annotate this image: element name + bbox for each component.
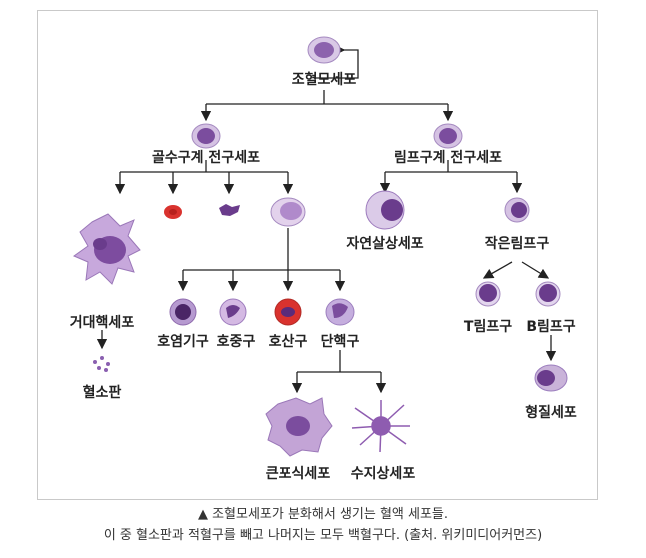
myeloblast-cell (270, 197, 306, 227)
platelets-small (93, 356, 110, 372)
caption-line-2: 이 중 혈소판과 적혈구를 빼고 나머지는 모두 백혈구다. (출처. 위키미디… (103, 528, 543, 543)
myeloid-progenitor-cell (191, 123, 221, 149)
dendritic-cell (351, 400, 410, 453)
nk-cell (365, 190, 405, 230)
label-myeloid-progenitor: 골수구계 전구세포 (152, 150, 260, 166)
label-lymphoid-progenitor: 림프구계 전구세포 (394, 150, 502, 166)
platelet-cluster (219, 204, 240, 216)
monocyte-cell (325, 298, 355, 326)
tcell-cell (475, 281, 501, 307)
label-macrophage: 큰포식세포 (265, 466, 331, 482)
label-small-lymphocyte: 작은림프구 (484, 236, 550, 252)
label-plasma: 형질세포 (525, 405, 577, 421)
cell-lineage-diagram (72, 36, 568, 457)
label-eosinophil: 호산구 (268, 334, 308, 350)
label-nk: 자연살상세포 (346, 236, 424, 252)
label-platelet: 혈소판 (82, 385, 122, 401)
eosinophil-cell (274, 298, 302, 326)
megakaryocyte-cell (72, 213, 141, 285)
label-basophil: 호염기구 (157, 334, 209, 350)
neutrophil-cell (219, 298, 247, 326)
basophil-cell (169, 298, 197, 326)
rbc-cell (164, 205, 182, 219)
caption-line-1: ▲ 조혈모세포가 분화해서 생기는 혈액 세포들. (197, 507, 449, 522)
label-dendritic: 수지상세포 (350, 466, 416, 482)
label-hsc: 조혈모세포 (291, 72, 357, 88)
hsc-cell (307, 36, 341, 64)
label-neutrophil: 호중구 (216, 334, 256, 350)
bcell-cell (535, 281, 561, 307)
label-tcell: T림프구 (463, 319, 513, 335)
lymphoid-progenitor-cell (433, 123, 463, 149)
label-megakaryocyte: 거대핵세포 (69, 315, 135, 331)
label-bcell: B림프구 (526, 319, 576, 335)
macrophage-cell (265, 397, 333, 457)
plasma-cell (534, 364, 568, 392)
connector-lines (96, 44, 557, 394)
label-monocyte: 단핵구 (320, 334, 360, 350)
small-lymphocyte-cell (504, 197, 530, 223)
